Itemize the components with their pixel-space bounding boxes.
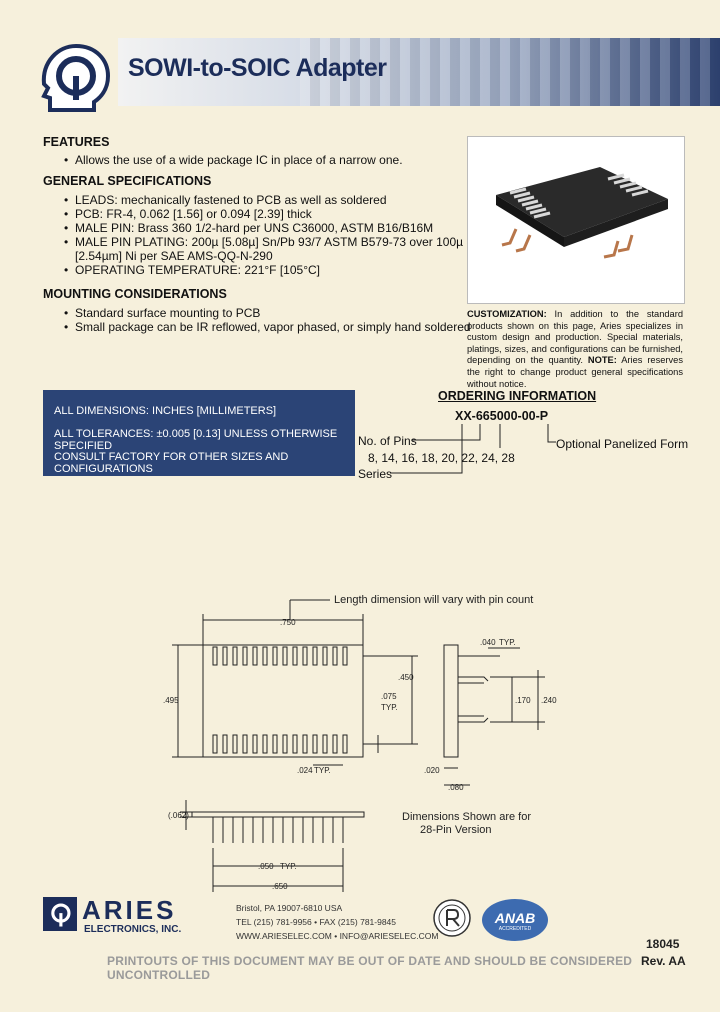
ordering-heading: ORDERING INFORMATION <box>438 389 597 403</box>
phone-fax: TEL (215) 781-9956 • FAX (215) 781-9845 <box>236 917 397 927</box>
aries-footer-logo-icon <box>43 897 77 931</box>
dim-750: .750 <box>280 618 296 627</box>
address: Bristol, PA 19007-6810 USA <box>236 903 343 913</box>
dim-024: .024 <box>297 766 313 775</box>
revision: Rev. AA <box>641 954 686 968</box>
brand-subtitle: ELECTRONICS, INC. <box>84 924 182 935</box>
general-specs-section: GENERAL SPECIFICATIONS LEADS: mechanical… <box>43 174 463 277</box>
dim-062: (.062) <box>168 811 189 820</box>
aries-head-logo-icon <box>41 43 111 112</box>
customization-text: In addition to the standard products sho… <box>467 309 683 366</box>
version-note-line-1: Dimensions Shown are for <box>402 811 531 823</box>
no-of-pins-label: No. of Pins <box>358 434 417 448</box>
web-email: WWW.ARIESELEC.COM • INFO@ARIESELEC.COM <box>236 931 439 941</box>
dim-075: .075 <box>381 692 397 701</box>
series-label: Series <box>358 467 393 481</box>
dim-495: .495 <box>163 696 179 705</box>
uncontrolled-notice: PRINTOUTS OF THIS DOCUMENT MAY BE OUT OF… <box>107 954 633 982</box>
optional-panelized-label: Optional Panelized Form <box>556 437 689 451</box>
dim-240: .240 <box>541 696 557 705</box>
version-note-line-2: 28-Pin Version <box>420 824 492 836</box>
dim-080: .080 <box>448 783 464 792</box>
mounting-item: Standard surface mounting to PCB <box>43 306 471 320</box>
dim-075-typ: TYP. <box>381 703 398 712</box>
features-section: FEATURES Allows the use of a wide packag… <box>43 135 403 167</box>
anab-text: ANAB <box>494 910 536 926</box>
note-text: Aries reserves the right to change produ… <box>467 355 683 389</box>
anab-accredited-text: ACCREDITED <box>498 926 532 932</box>
mounting-section: MOUNTING CONSIDERATIONS Standard surface… <box>43 287 471 334</box>
mounting-item: Small package can be IR reflowed, vapor … <box>43 320 471 334</box>
ul-recognized-mark-icon <box>433 899 471 937</box>
spec-item: LEADS: mechanically fastened to PCB as w… <box>43 193 463 207</box>
feature-item: Allows the use of a wide package IC in p… <box>43 153 403 167</box>
header-banner-stripes <box>300 38 720 106</box>
contact-block: Bristol, PA 19007-6810 USA TEL (215) 781… <box>236 903 438 942</box>
length-note: Length dimension will vary with pin coun… <box>334 594 533 606</box>
adapter-illustration <box>496 167 668 259</box>
features-heading: FEATURES <box>43 135 110 149</box>
pin-options: 8, 14, 16, 18, 20, 22, 24, 28 <box>368 451 515 465</box>
header-banner <box>118 38 720 106</box>
dim-170: .170 <box>515 696 531 705</box>
side-view-board <box>443 644 459 758</box>
spec-item: MALE PIN: Brass 360 1/2-hard per UNS C36… <box>43 221 463 235</box>
dimensions-units-line: ALL DIMENSIONS: INCHES [MILLIMETERS] <box>54 405 277 417</box>
spec-item: MALE PIN PLATING: 200µ [5.08µ] Sn/Pb 93/… <box>43 235 463 249</box>
page-title: SOWI-to-SOIC Adapter <box>128 54 387 82</box>
dim-450: .450 <box>398 673 414 682</box>
consult-factory-line: CONSULT FACTORY FOR OTHER SIZES AND CONF… <box>54 451 289 475</box>
dim-040: .040 <box>480 638 496 647</box>
dim-040-typ: TYP. <box>499 638 516 647</box>
brand-name: ARIES <box>82 895 177 925</box>
spec-item: OPERATING TEMPERATURE: 221°F [105°C] <box>43 263 463 277</box>
bottom-view-board <box>191 811 365 818</box>
bottom-pins <box>212 817 344 843</box>
product-photo <box>467 136 685 304</box>
mounting-heading: MOUNTING CONSIDERATIONS <box>43 287 227 301</box>
lower-pads <box>212 734 348 754</box>
part-number: XX-665000-00-P <box>455 409 549 423</box>
dim-050: .050 <box>258 862 274 871</box>
customization-label: CUSTOMIZATION: <box>467 309 547 319</box>
spec-item-continuation: [2.54µm] Ni per SAE AMS-QQ-N-290 <box>75 249 273 263</box>
dim-050-typ: TYP. <box>280 862 297 871</box>
anab-badge: ANAB ACCREDITED <box>482 899 548 941</box>
upper-pads <box>212 646 348 666</box>
dim-650: .650 <box>272 882 288 891</box>
tolerances-line: ALL TOLERANCES: ±0.005 [0.13] UNLESS OTH… <box>54 428 338 452</box>
dim-024-typ: TYP. <box>314 766 331 775</box>
spec-item: PCB: FR-4, 0.062 [1.56] or 0.094 [2.39] … <box>43 207 463 221</box>
document-number: 18045 <box>646 937 680 951</box>
note-label: NOTE: <box>587 355 617 366</box>
dim-020: .020 <box>424 766 440 775</box>
customization-note: CUSTOMIZATION: In addition to the standa… <box>467 309 683 390</box>
dimensions-info-box: ALL DIMENSIONS: INCHES [MILLIMETERS] ALL… <box>43 390 355 476</box>
top-view-body <box>202 644 364 758</box>
general-specs-heading: GENERAL SPECIFICATIONS <box>43 174 212 188</box>
